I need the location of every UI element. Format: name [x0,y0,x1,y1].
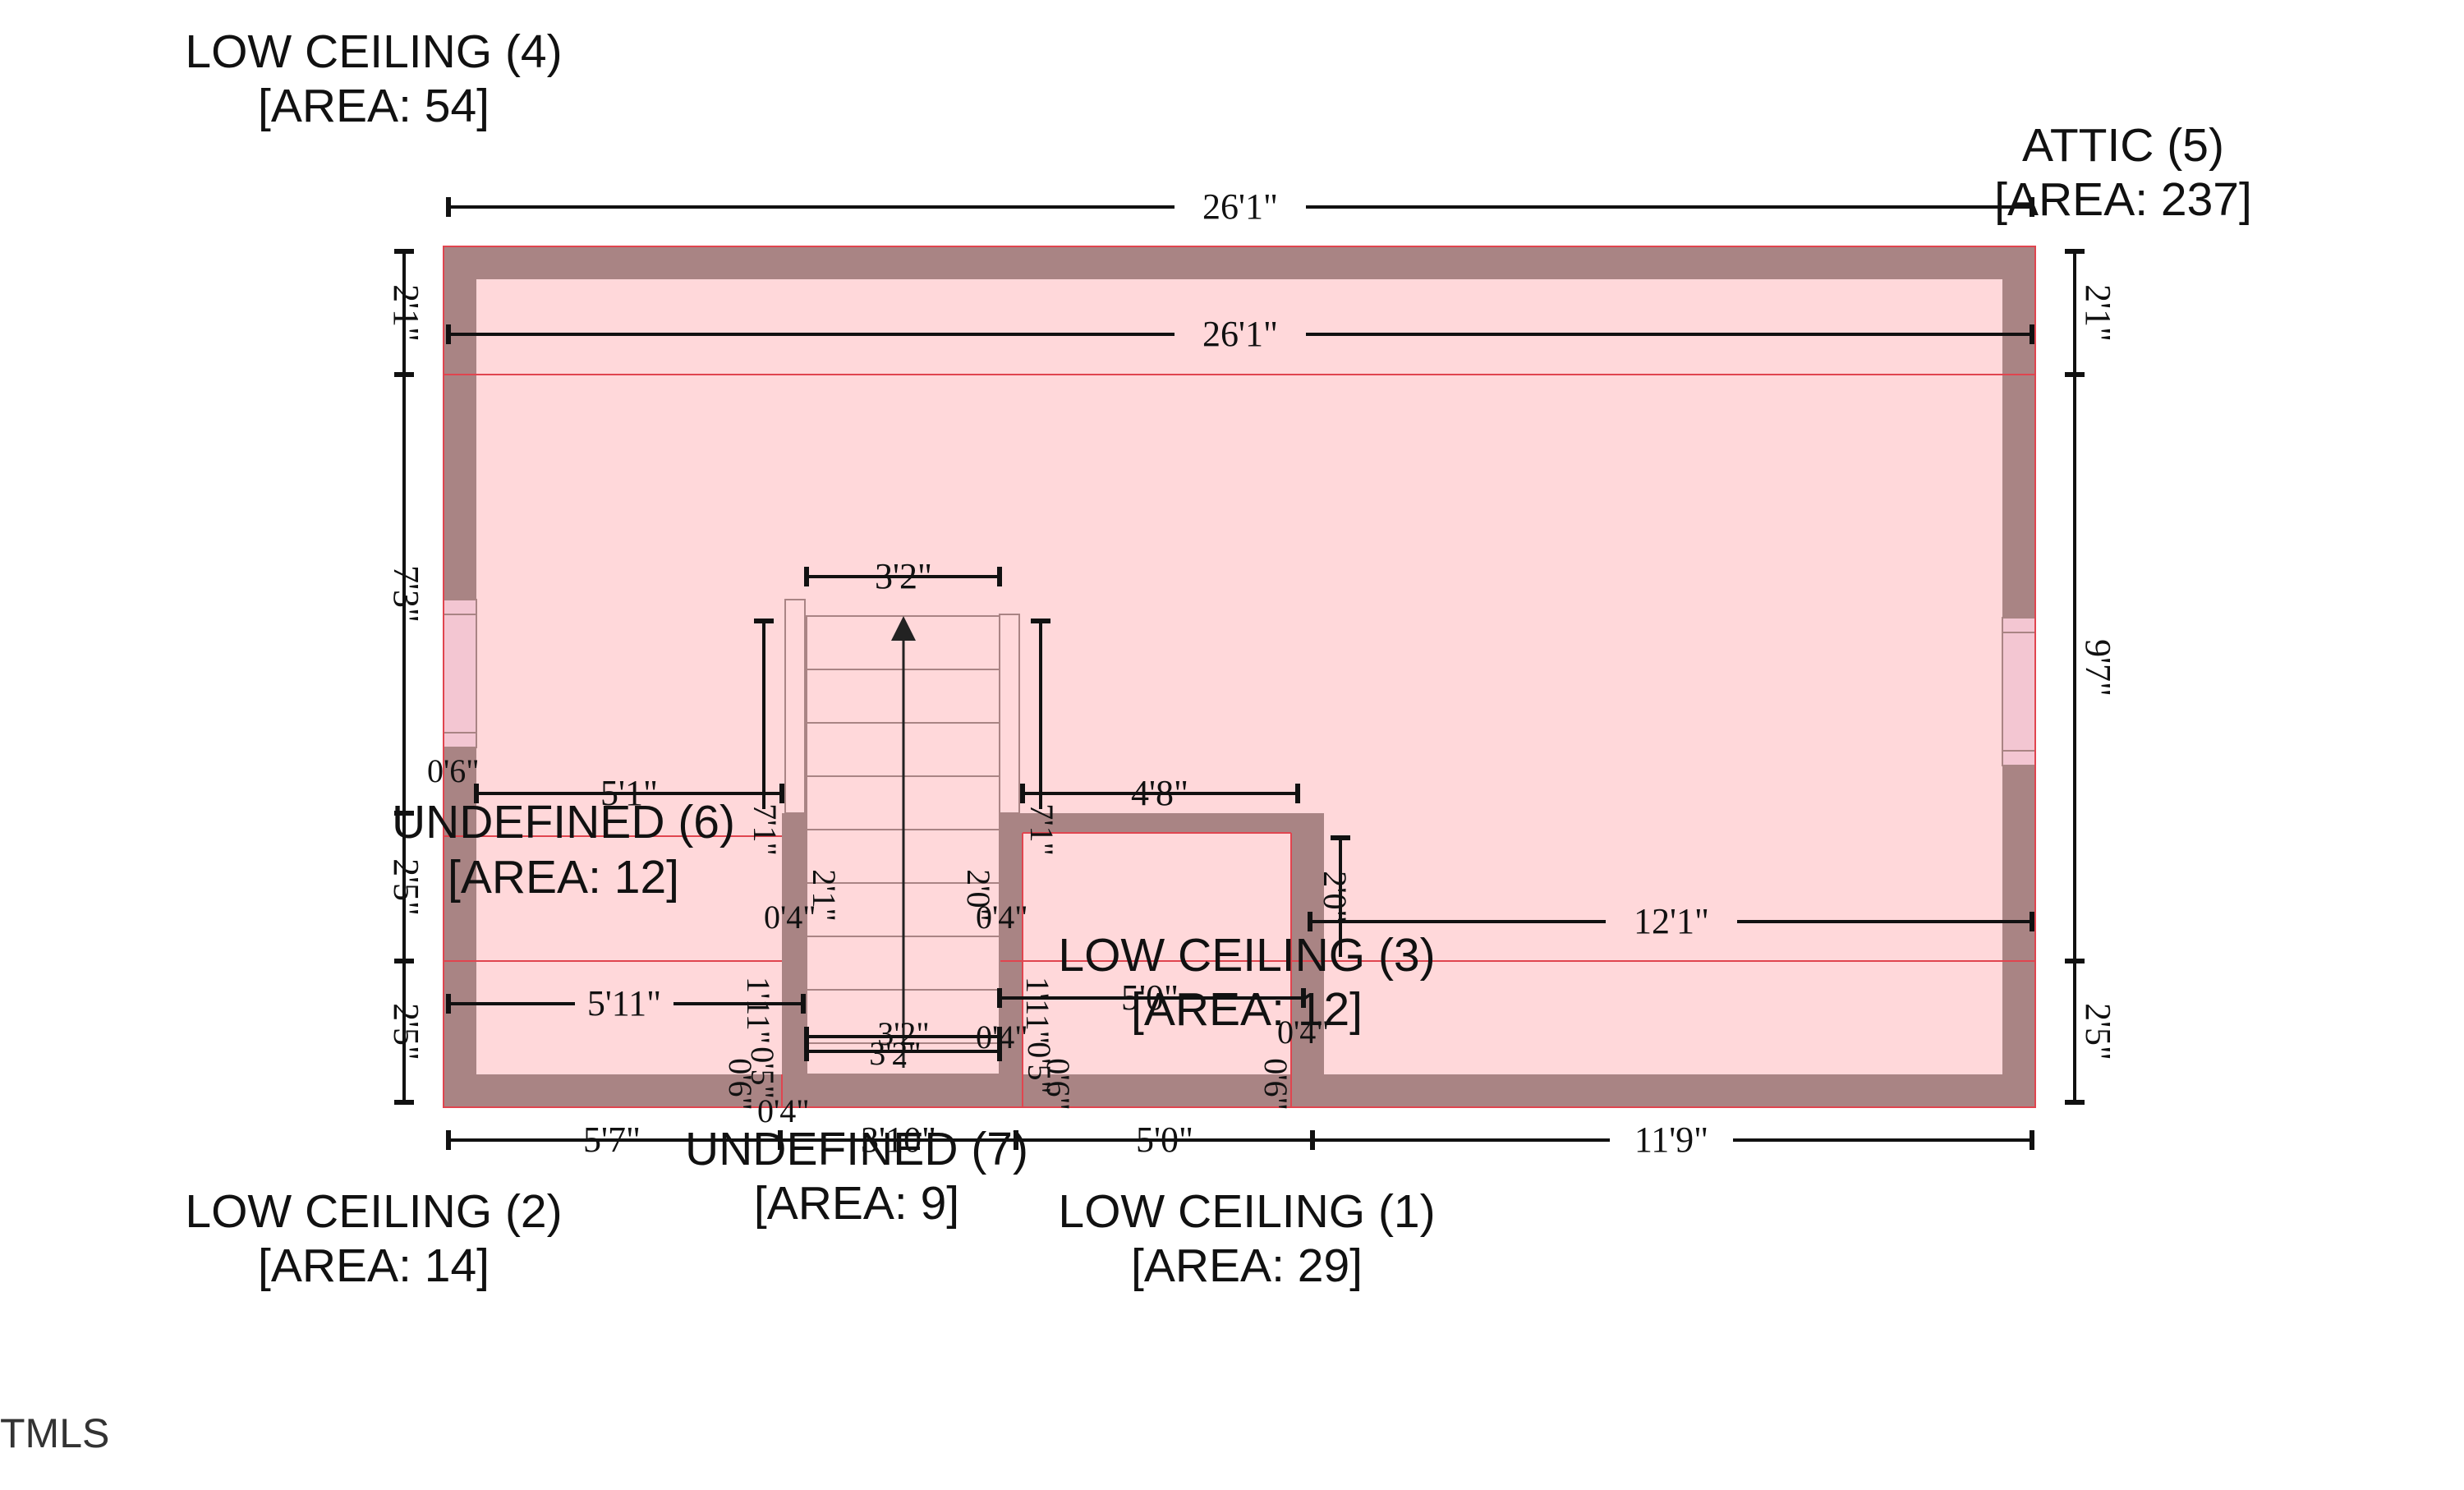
dim-stair-bottom-1-label: 3'2" [877,1015,930,1052]
building [443,246,2036,1108]
dim-stair-right-height-label: 7'1" [1023,803,1060,856]
room-low-ceiling-3-name: LOW CEILING (3) [1058,929,1435,982]
dim-vert-small-4-label: 0'6" [1040,1058,1077,1111]
dim-left-short-label: 0'6" [427,752,480,789]
dimension-labels: 26'1" 26'1" 2'1" 7'3" 2'5" 2'5" 2'1" 9'7… [386,186,2118,1160]
room-low-ceiling-3-area: [AREA: 12] [1131,983,1363,1036]
dim-wall-right-label: 0'4" [976,899,1028,936]
dimension-lines [394,197,2085,1150]
dim-wall-small-1-label: 0'4" [976,1019,1028,1055]
dim-top-outer-label: 26'1" [1202,186,1278,227]
room-attic-5-area: [AREA: 237] [1994,173,2252,226]
closet-top-wall [1023,813,1324,833]
closet-right-wall [1291,813,1324,1074]
dim-stair-inner-right-label: 2'0" [960,869,997,922]
room-labels: LOW CEILING (4) [AREA: 54] ATTIC (5) [AR… [185,25,2251,1292]
right-window [2002,617,2036,766]
room-undefined-6-area: [AREA: 12] [448,851,679,904]
dim-stair-left-height-label: 7'1" [747,803,784,856]
dim-stair-top-label: 3'2" [875,556,932,596]
left-window [443,599,477,748]
dim-closet-height-label: 2'0" [1317,871,1354,923]
dim-right-bottom-label: 2'5" [2078,1003,2118,1060]
room-low-ceiling-4-area: [AREA: 54] [258,80,490,132]
watermark: TMLS [0,1410,109,1456]
dim-lower-left-label: 5'11" [587,983,661,1023]
dim-vert-small-3-label: 0'6" [722,1058,759,1111]
dim-bottom-2-label: 3'10" [861,1120,936,1160]
room-low-ceiling-2-area: [AREA: 14] [258,1239,490,1292]
dim-right-mid-label: 9'7" [2078,639,2118,697]
dim-left-lower-label: 2'5" [386,858,426,916]
dim-vert-small-5-label: 0'6" [1257,1058,1294,1111]
dim-left-mid-label: 7'3" [386,565,426,623]
room-low-ceiling-1-area: [AREA: 29] [1131,1239,1363,1292]
stair-rail-right [999,614,1020,814]
room-undefined-6-name: UNDEFINED (6) [392,796,735,848]
room-undefined-7-area: [AREA: 9] [754,1177,959,1230]
dim-left-room-label: 5'1" [600,773,658,813]
stair-rail-left [784,599,806,814]
dim-top-inner-label: 26'1" [1202,314,1278,354]
staircase [784,599,1020,1075]
stair-left-wall [782,813,807,1074]
dim-vert-small-6-label: 0'5" [744,1046,781,1099]
dim-vert-small-1-label: 1'11" [740,977,777,1044]
dim-wall-small-2-label: 0'4" [1277,1014,1330,1051]
dim-closet-label: 4'8" [1131,773,1188,813]
dim-left-bottom-label: 2'5" [386,1003,426,1060]
dim-bottom-1-label: 5'7" [583,1120,641,1160]
dim-lower-closet-label: 5'0" [1121,977,1179,1018]
closet-floor [1023,833,1291,1074]
dim-bottom-3-label: 5'0" [1136,1120,1193,1160]
dim-right-room-label: 12'1" [1634,901,1709,941]
room-low-ceiling-1-name: LOW CEILING (1) [1058,1185,1435,1238]
dim-bottom-4-label: 11'9" [1634,1120,1708,1160]
dim-vert-small-2-label: 1'11" [1019,977,1056,1044]
stair-direction-arrow [891,616,916,641]
dim-stair-inner-left-label: 2'1" [806,869,843,922]
dim-wall-small-3-label: 0'4" [757,1092,810,1129]
room-low-ceiling-4-name: LOW CEILING (4) [185,25,562,78]
dim-vert-small-7-label: 0'5" [1021,1042,1058,1094]
dim-stair-bottom-2-label: 3'2" [869,1035,922,1072]
room-attic-5-name: ATTIC (5) [2022,119,2224,172]
outer-outline [443,246,2036,1108]
room-low-ceiling-2-name: LOW CEILING (2) [185,1185,562,1238]
dim-wall-left-label: 0'4" [764,899,816,936]
room-undefined-7-name: UNDEFINED (7) [685,1123,1028,1175]
dim-right-top-label: 2'1" [2078,284,2118,342]
dim-left-top-label: 2'1" [386,284,426,342]
